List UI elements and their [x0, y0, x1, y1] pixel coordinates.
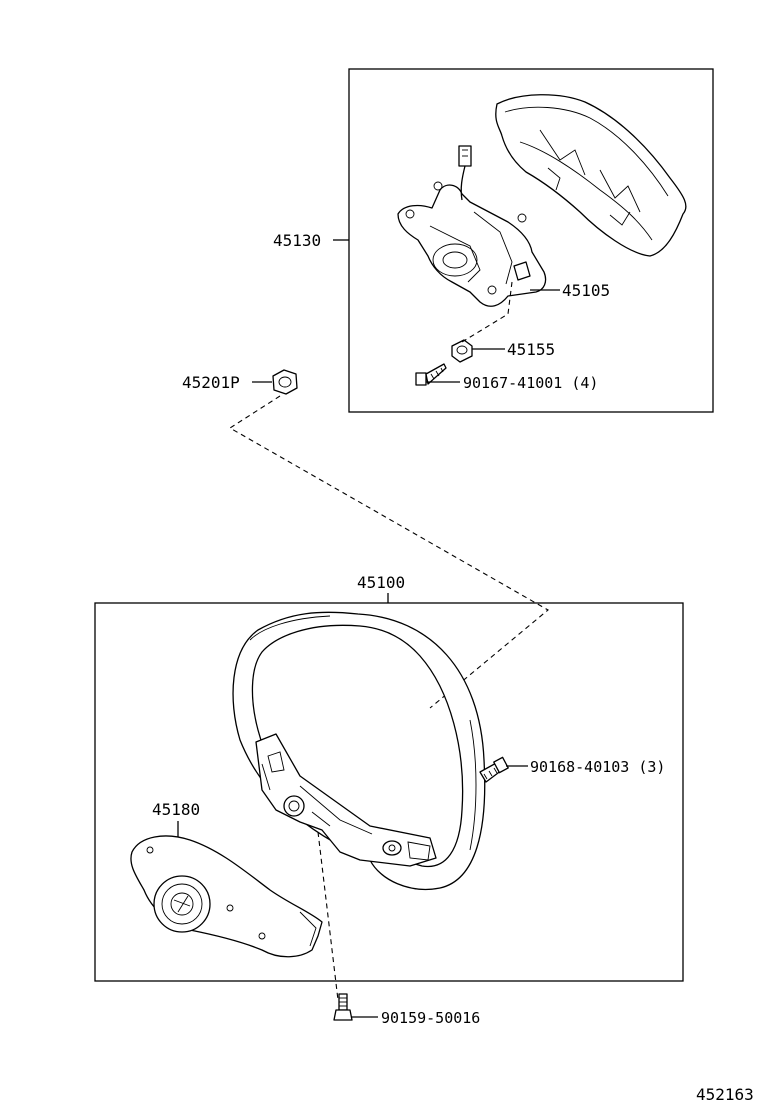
label-45155: 45155	[507, 340, 555, 359]
label-45105: 45105	[562, 281, 610, 300]
steering-nut	[272, 369, 298, 395]
horn-lead-part	[513, 261, 531, 281]
steering-nut-guide	[228, 395, 549, 709]
label-lower-bolt: 90159-50016	[381, 1009, 480, 1027]
steering-pad-cover	[495, 94, 687, 257]
label-45201P: 45201P	[182, 373, 240, 392]
label-wheel-screw: 90168-40103 (3)	[530, 758, 665, 776]
wheel-screw	[479, 756, 509, 783]
label-45130: 45130	[273, 231, 321, 250]
lower-cover	[130, 835, 323, 958]
label-45100: 45100	[357, 573, 405, 592]
lower-bolt	[333, 993, 353, 1021]
steering-wheel-hub	[255, 733, 437, 867]
label-45180: 45180	[152, 800, 200, 819]
pad-screw	[415, 363, 447, 386]
pad-nut	[451, 339, 473, 363]
pad-nut-guide	[461, 281, 513, 343]
label-pad-screw: 90167-41001 (4)	[463, 374, 598, 392]
figure-number: 452163	[696, 1085, 754, 1104]
wheel-assembly-frame	[94, 602, 684, 982]
horn-plate-bracket	[397, 145, 547, 307]
lower-bolt-guide	[317, 831, 339, 1001]
